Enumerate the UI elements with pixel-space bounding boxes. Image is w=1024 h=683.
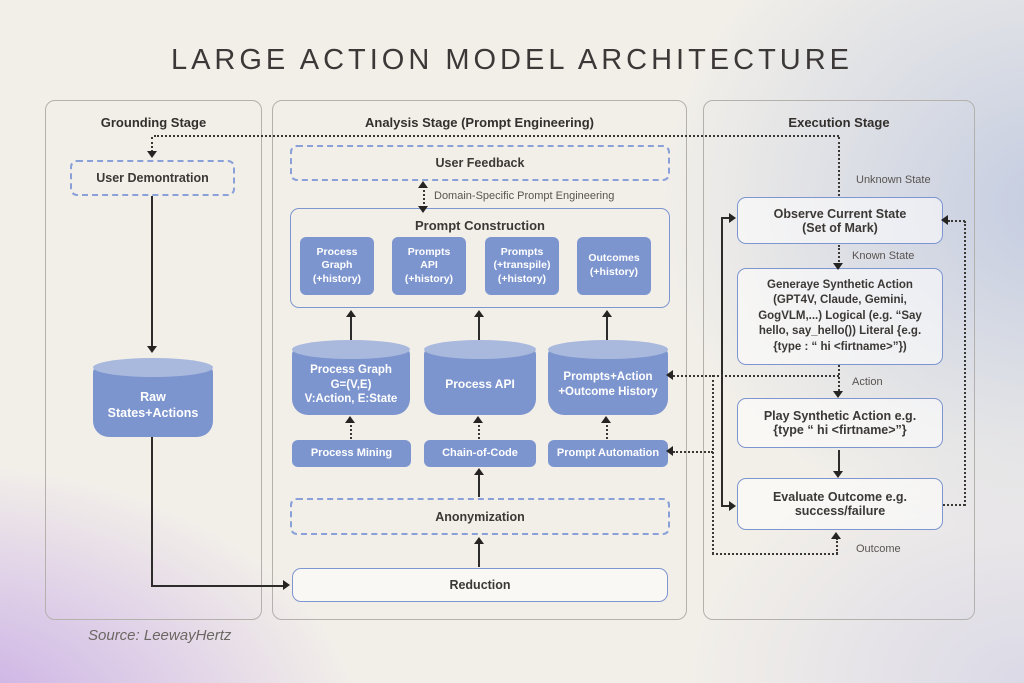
outcomes-history-box: Outcomes (+history) [577,237,651,295]
process-graph-cylinder: Process Graph G=(V,E) V:Action, E:State [292,340,410,415]
connector-knownstate-dotted [838,245,840,265]
arrowhead-into-generate [833,263,843,270]
arrowhead-into-store3-right [666,370,673,380]
connector-store1-up [350,317,352,340]
user-demonstration-box: User Demontration [70,160,235,196]
connector-retry-top-stub-dotted [948,220,965,222]
connector-store3-up [606,317,608,340]
connector-exec-left-loop-bottom-stub [721,505,731,507]
connector-dotted-to-userdemo [151,137,153,152]
arrowhead-into-observe-left [729,213,736,223]
prompts-transpile-history-box: Prompts (+transpile) (+history) [485,237,559,295]
unknown-state-label: Unknown State [856,174,931,186]
connector-evaluate-to-observe-dotted [964,221,966,506]
process-mining-box: Process Mining [292,440,411,467]
arrowhead-into-evaluate-left [729,501,736,511]
connector-mining-to-store1-dotted [350,421,352,439]
prompts-action-outcome-history-cylinder: Prompts+Action +Outcome History [548,340,668,415]
connector-rawstates-down [151,437,153,587]
arrowhead-into-reduction [283,580,290,590]
arrowhead-into-userdemo [147,151,157,158]
connector-chain-to-store2-dotted [478,421,480,439]
grounding-stage-panel: Grounding Stage [45,100,262,620]
arrowhead-reduction-to-anon [474,537,484,544]
connector-anon-to-chainofcode [478,475,480,497]
prompt-construction-title: Prompt Construction [415,218,545,233]
arrowhead-anon-to-chainofcode [474,468,484,475]
connector-store2-up [478,317,480,340]
analysis-stage-panel: Analysis Stage (Prompt Engineering) [272,100,687,620]
arrowhead-into-observe-right [941,215,948,225]
connector-outcome-bottom-dotted [712,553,838,555]
arrowhead-store3-to-construction [602,310,612,317]
connector-feedback-construction-dotted [423,186,425,208]
execution-stage-panel: Execution Stage [703,100,975,620]
evaluate-outcome-box: Evaluate Outcome e.g. success/failure [737,478,943,530]
generate-synthetic-action-box: Generaye Synthetic Action (GPT4V, Claude… [737,268,943,365]
connector-unknownstate-main-dotted [154,135,839,137]
connector-automation-to-store3-dotted [606,421,608,439]
arrowhead-store1-to-construction [346,310,356,317]
raw-states-actions-cylinder: Raw States+Actions [93,358,213,437]
arrowhead-into-store2 [473,416,483,423]
connector-dotted-to-observe [838,137,840,196]
process-api-cylinder: Process API [424,340,536,415]
process-graph-history-box: Process Graph (+history) [300,237,374,295]
connector-userdemo-to-rawstates [151,196,153,346]
connector-outcome-stub-dotted [836,538,838,554]
connector-action-to-store3-dotted [673,375,839,377]
prompt-automation-box: Prompt Automation [548,440,668,467]
outcome-label: Outcome [856,543,901,555]
arrowhead-into-automation-right [666,446,673,456]
connector-outcome-to-automation-dotted [673,451,713,453]
prompt-construction-container: Prompt Construction [290,208,670,308]
arrowhead-into-evaluate [833,471,843,478]
chain-of-code-box: Chain-of-Code [424,440,536,467]
connector-play-to-evaluate [838,450,840,473]
connector-exec-left-loop-top-stub [721,217,731,219]
user-feedback-box: User Feedback [290,145,670,181]
page-title: LARGE ACTION MODEL ARCHITECTURE [170,44,854,76]
arrowhead-store2-to-construction [474,310,484,317]
arrowhead-into-store3 [601,416,611,423]
arrowhead-into-store1 [345,416,355,423]
domain-specific-prompt-engineering-label: Domain-Specific Prompt Engineering [434,190,615,202]
anonymization-box: Anonymization [290,498,670,535]
source-credit: Source: LeewayHertz [88,627,232,644]
arrowhead-into-play [833,391,843,398]
known-state-label: Known State [852,250,915,262]
arrowhead-into-evaluate-bottom [831,532,841,539]
connector-outcome-left-vertical-dotted [712,375,714,554]
connector-retry-bottom-stub-dotted [943,504,965,506]
observe-current-state-box: Observe Current State (Set of Mark) [737,197,943,244]
action-label: Action [852,376,883,388]
play-synthetic-action-box: Play Synthetic Action e.g. {type “ hi <f… [737,398,943,448]
execution-stage-title: Execution Stage [788,115,890,130]
prompts-api-history-box: Prompts API (+history) [392,237,466,295]
arrowhead-into-userfeedback [418,181,428,188]
arrowhead-into-construction [418,206,428,213]
grounding-stage-title: Grounding Stage [100,115,207,130]
arrowhead-into-rawstates [147,346,157,353]
analysis-stage-title: Analysis Stage (Prompt Engineering) [365,115,594,130]
connector-rawstates-to-reduction [151,585,283,587]
connector-reduction-to-anon [478,544,480,567]
connector-exec-left-loop [721,218,723,506]
reduction-box: Reduction [292,568,668,602]
connector-action-dotted [838,365,840,395]
